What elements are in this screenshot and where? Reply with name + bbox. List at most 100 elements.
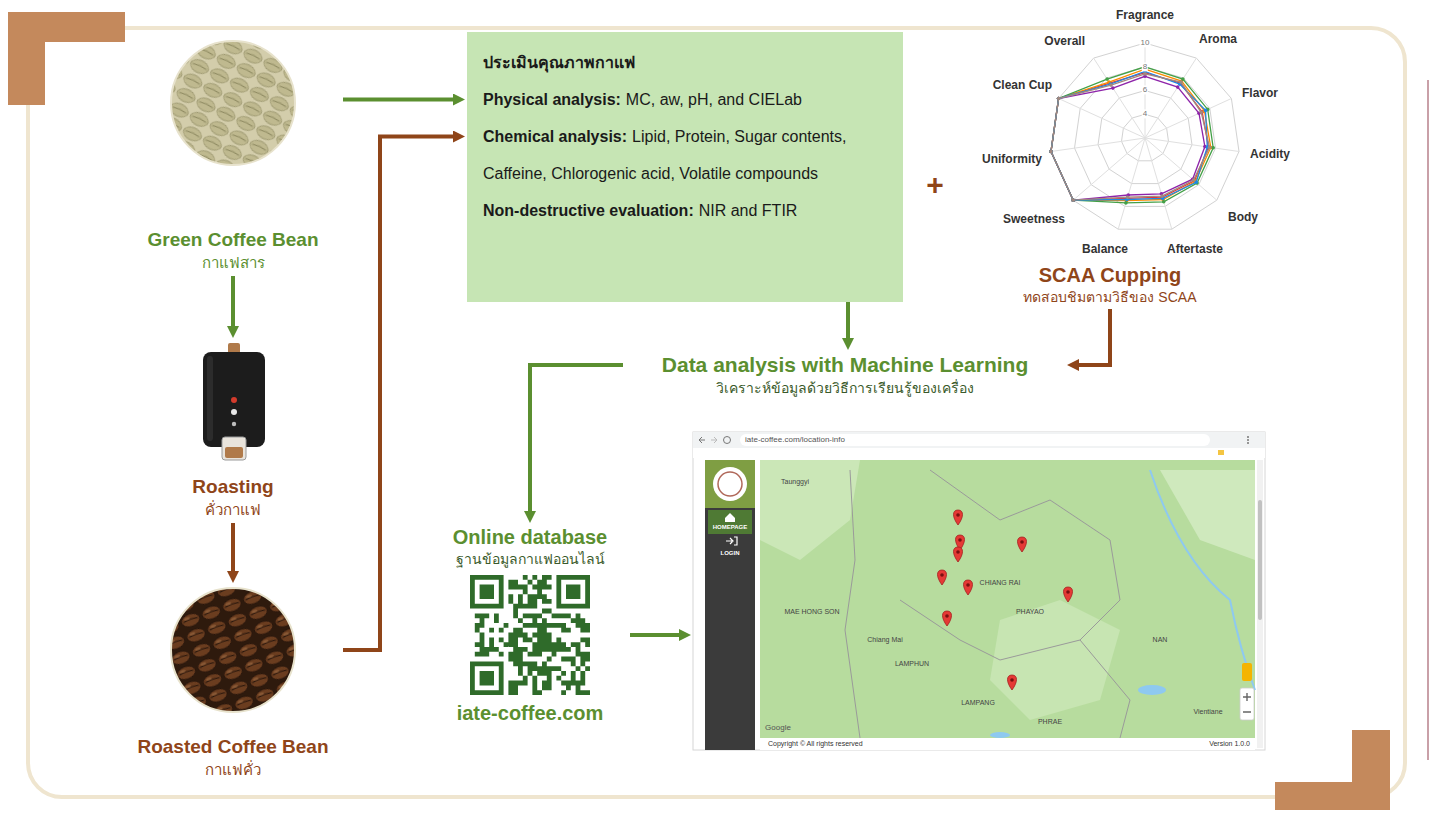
radar-dot xyxy=(1199,111,1203,115)
radar-dot xyxy=(1057,97,1061,101)
node-title: SCAA Cupping xyxy=(1010,263,1210,287)
radar-dot xyxy=(1162,200,1166,204)
radar-dot xyxy=(1049,150,1053,154)
node-title: Online database xyxy=(430,525,630,549)
plus-sign: + xyxy=(926,168,944,203)
radar-dot xyxy=(1049,150,1053,154)
map-label: Taunggyi xyxy=(781,478,809,486)
radar-dot xyxy=(1071,198,1075,202)
radar-dot xyxy=(1049,150,1053,154)
scale-number: 8 xyxy=(1142,62,1148,71)
flow-arrow xyxy=(1076,309,1110,365)
flow-arrow xyxy=(343,137,456,651)
map-label: LAMPHUN xyxy=(895,660,929,668)
analysis-heading: Chemical analysis: xyxy=(483,128,627,145)
radar-dot xyxy=(1049,150,1053,154)
menu-label: LOGIN xyxy=(721,550,740,557)
box-title: ประเมินคุณภาพกาแฟ xyxy=(483,44,887,81)
radar-series xyxy=(1051,72,1207,201)
node-title: Roasting xyxy=(123,475,343,499)
map-label: NAN xyxy=(1153,636,1168,644)
radar-dot xyxy=(1204,109,1208,113)
footer-text: Copyright © All rights reserved xyxy=(768,740,863,748)
radar-dot xyxy=(1124,201,1128,205)
radar-dot xyxy=(1181,77,1185,81)
map-label: Vientiane xyxy=(1193,708,1222,716)
node-text: กาแฟสาร xyxy=(123,252,343,274)
map-label: PHAYAO xyxy=(1016,608,1044,616)
radar-dot xyxy=(1049,150,1053,154)
map-label: LAMPANG xyxy=(961,699,995,707)
node-text: ทดสอบชิมตามวิธีของ SCAA xyxy=(1010,287,1210,307)
radar-chart xyxy=(1049,43,1239,229)
node-title: iate-coffee.com/location-info xyxy=(745,435,1265,445)
axis-label: Fragrance xyxy=(1116,9,1174,23)
radar-axis xyxy=(1145,138,1217,200)
corner-block xyxy=(1275,782,1390,810)
node-text: กาแฟคั่ว xyxy=(123,759,343,781)
radar-dot xyxy=(1049,150,1053,154)
flow-arrow xyxy=(231,276,235,329)
axis-label: Uniformity xyxy=(982,153,1042,167)
website-screenshot xyxy=(693,432,1265,750)
radar-dot xyxy=(1143,72,1147,76)
qr-code xyxy=(470,575,590,695)
radar-dot xyxy=(1109,83,1113,87)
axis-label: Acidity xyxy=(1250,148,1290,162)
axis-label: Clean Cup xyxy=(993,79,1052,93)
radar-series xyxy=(1051,74,1210,200)
radar-dot xyxy=(1192,178,1196,182)
radar-dot xyxy=(1126,195,1130,199)
radar-axis xyxy=(1051,138,1145,152)
node-title: Green Coffee Bean xyxy=(123,228,343,252)
process-node: Data analysis with Machine Learningวิเคร… xyxy=(625,352,1065,398)
radar-dot xyxy=(1208,146,1212,150)
green-bean-photo xyxy=(171,41,295,165)
radar-axis xyxy=(1145,138,1172,229)
photo-node: Roastingคั่วกาแฟ xyxy=(123,340,343,521)
radar-dot xyxy=(1071,198,1075,202)
analysis-box: ประเมินคุณภาพกาแฟPhysical analysis:MC, a… xyxy=(467,32,903,302)
radar-dot xyxy=(1211,146,1215,150)
radar-dot xyxy=(1179,80,1183,84)
database-node: Online databaseฐานข้อมูลกาแฟออนไลน์iate-… xyxy=(430,525,630,725)
map-label: PHRAE xyxy=(1038,718,1062,726)
radar-dot xyxy=(1160,194,1164,198)
radar-axis xyxy=(1145,138,1239,152)
chart-node: SCAA Cuppingทดสอบชิมตามวิธีของ SCAA xyxy=(1010,263,1210,307)
map-label: MAE HONG SON xyxy=(784,608,839,616)
photo-node: Roasted Coffee Beanกาแฟคั่ว xyxy=(123,585,343,781)
frame xyxy=(28,28,1405,797)
axis-label: Overall xyxy=(1044,35,1085,49)
analysis-line: Chemical analysis:Lipid, Protein, Sugar … xyxy=(483,118,887,192)
map-label: CHIANG RAI xyxy=(980,579,1021,587)
flow-arrow xyxy=(530,365,623,514)
corner-block xyxy=(8,12,45,105)
radar-dot xyxy=(1111,86,1115,90)
analysis-detail: MC, aw, pH, and CIELab xyxy=(626,91,802,108)
axis-label: Balance xyxy=(1082,243,1128,257)
radar-dot xyxy=(1057,97,1061,101)
radar-series xyxy=(1051,69,1211,201)
roaster-machine xyxy=(203,343,265,460)
node-text: iate-coffee.com xyxy=(430,701,630,725)
analysis-line: Non-destructive evaluation:NIR and FTIR xyxy=(483,192,887,229)
photo-node: Green Coffee Beanกาแฟสาร xyxy=(123,38,343,274)
radar-dot xyxy=(1057,97,1061,101)
node-text: คั่วกาแฟ xyxy=(123,499,343,521)
scale-number: 4 xyxy=(1142,109,1148,118)
radar-dot xyxy=(1071,198,1075,202)
scale-number: 6 xyxy=(1142,85,1148,94)
qr-modules xyxy=(470,575,590,695)
flow-arrow xyxy=(846,302,850,341)
radar-dot xyxy=(1176,85,1180,89)
map-logo: Google xyxy=(765,723,791,732)
axis-label: Flavor xyxy=(1242,87,1278,101)
analysis-heading: Non-destructive evaluation: xyxy=(483,202,694,219)
radar-dot xyxy=(1105,77,1109,81)
side-line xyxy=(1427,80,1429,760)
flow-arrow xyxy=(343,98,456,102)
axis-label: Aftertaste xyxy=(1167,243,1223,257)
menu-label: HOMEPAGE xyxy=(713,524,748,531)
qr-ground xyxy=(470,575,590,695)
